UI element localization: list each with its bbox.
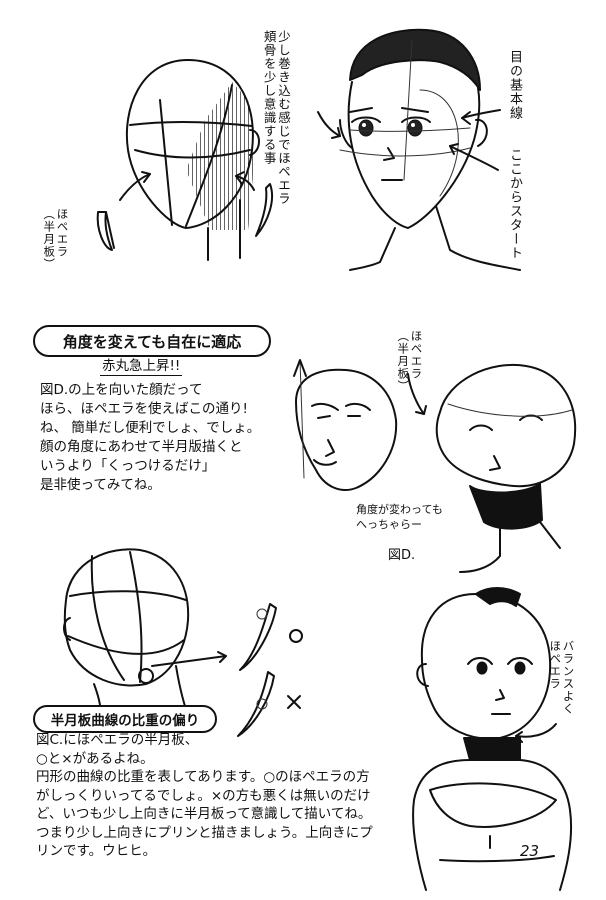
balance-note-2: ほペエラ: [548, 640, 563, 690]
angle-changes-line-1: 角度が変わっても: [356, 503, 443, 516]
hopeera-label-left: ほペエラ （半月板）: [42, 208, 70, 278]
section2-body: 図C.にほペエラの半月板、 ○と×があるよね。 円形の曲線の比重を表してあります…: [36, 731, 373, 861]
head-sketch-front-blank: [98, 60, 272, 260]
section1-line: ほら、ほペエラを使えばこの通り!: [40, 401, 248, 417]
section2-line: 図C.にほペエラの半月板、: [36, 732, 199, 748]
start-here-label: ここからスタート: [506, 148, 522, 278]
figure-d-text: 図D.: [388, 548, 416, 563]
section2-line: ○と×があるよね。: [36, 750, 154, 767]
section1-subheading: 赤丸急上昇!!: [100, 354, 183, 376]
head-sketch-back: [64, 549, 302, 736]
circle-mark-text: ○: [287, 624, 301, 643]
balance-note: バランスよく ほペエラ: [548, 640, 576, 720]
section2-line: ど、いつも少し上向きに半月板って意識して描いてね。: [36, 806, 372, 822]
section1-line: 図D.の上を向いた顔だって: [40, 382, 203, 398]
hopeera-label-right: ほペエラ （半月板）: [396, 330, 424, 400]
page-number-text: 23: [520, 842, 540, 860]
start-here-text: ここからスタート: [506, 148, 522, 260]
cheekbone-note-line-2: 頬骨を少し意識する事: [261, 30, 277, 165]
angle-changes-line-2: へっちゃらー: [356, 518, 422, 531]
section2-line: 円形の曲線の比重を表してあります。○のほペエラの方: [36, 769, 370, 785]
section1-line: いうより「くっつけるだけ」: [40, 458, 216, 474]
section1-line: 顔の角度にあわせて半月版描くと: [40, 439, 243, 455]
section1-body: 図D.の上を向いた顔だって ほら、ほペエラを使えばこの通り! ね、 簡単だし便利…: [40, 381, 260, 495]
section1-line: ね、 簡単だし便利でしょ、でしょ。: [40, 420, 261, 436]
section1-line: 是非使ってみてね。: [40, 477, 161, 493]
head-sketch-face: [318, 30, 520, 270]
page-number: 23: [520, 842, 539, 860]
section2-heading-text: 半月板曲線の比重の偏り: [50, 713, 200, 729]
hopeera-label-right-2: （半月板）: [396, 330, 411, 393]
section1-subheading-text: 赤丸急上昇!!: [102, 358, 181, 374]
section1-heading: 角度を変えても自在に適応: [33, 325, 271, 357]
cross-mark-text: ×: [286, 690, 299, 709]
figure-d-label: 図D.: [388, 544, 415, 563]
section2-line: リンです。ウヒヒ。: [36, 843, 157, 859]
cheekbone-note: 少し巻き込む感じでほペエラ 頬骨を少し意識する事: [256, 30, 291, 260]
section1-heading-text: 角度を変えても自在に適応: [62, 332, 242, 351]
hopeera-label-right-1: ほペエラ: [409, 330, 424, 380]
section2-heading: 半月板曲線の比重の偏り: [33, 705, 217, 733]
section2-line: つまり少し上向きにプリンと描きましょう。上向きにプ: [36, 824, 373, 841]
balance-note-1: バランスよく: [561, 640, 576, 715]
eye-baseline-text: 目の基本線: [506, 50, 522, 120]
head-sketch-upturned: [294, 360, 575, 572]
hopeera-label-left-2: （半月板）: [42, 208, 57, 271]
hopeera-label-left-1: ほペエラ: [55, 208, 70, 258]
eye-baseline-label: 目の基本線: [506, 50, 522, 140]
character-sketch-boy: [413, 588, 571, 890]
section2-line: がしっくりいってるでしょ。×の方も悪くは無いのだけ: [36, 787, 371, 804]
angle-changes-note: 角度が変わっても へっちゃらー: [356, 502, 443, 532]
cheekbone-note-line-1: 少し巻き込む感じでほペエラ: [276, 30, 291, 206]
